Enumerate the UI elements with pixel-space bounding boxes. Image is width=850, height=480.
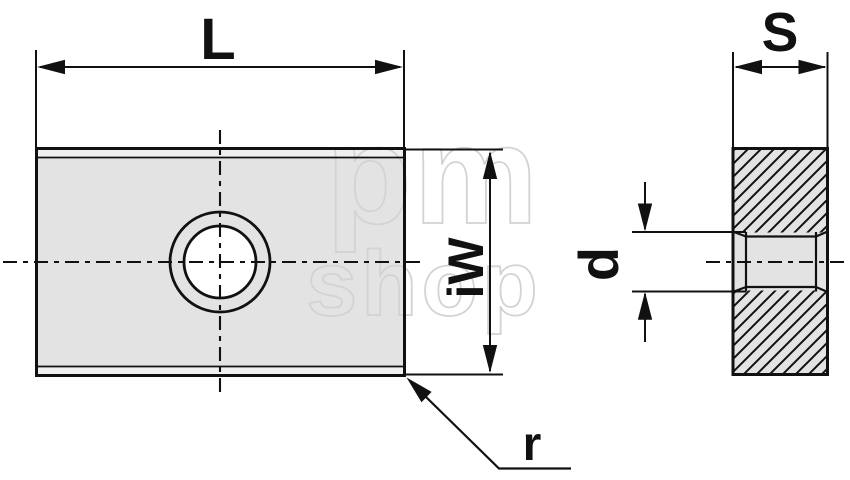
width-arrowhead-bottom-icon — [482, 345, 498, 373]
length-label: L — [200, 7, 235, 72]
width-label: iW — [438, 237, 494, 299]
hole-diameter-arrowhead-down-icon — [637, 203, 653, 232]
side-countersink-cone-bottom-right — [815, 285, 827, 293]
dimension-length: L — [35, 7, 405, 148]
length-arrowhead-right-icon — [375, 59, 403, 75]
side-view-section-outline — [731, 147, 829, 376]
watermark-line-1: pm — [326, 96, 540, 253]
dimension-hole-diameter: d — [567, 182, 746, 342]
side-view-hatch-upper — [734, 150, 826, 233]
side-countersink-cone-top-right — [815, 230, 827, 238]
front-view-lines — [3, 130, 420, 396]
thickness-arrowhead-right-icon — [798, 59, 827, 75]
hole-diameter-arrowhead-up-icon — [637, 291, 653, 320]
watermark-line-2: shop — [306, 233, 542, 335]
radius-leader-line — [423, 394, 571, 470]
dimension-thickness: S — [732, 1, 829, 148]
thickness-label: S — [762, 1, 799, 63]
width-arrowhead-top-icon — [482, 151, 498, 179]
radius-label: r — [523, 418, 542, 471]
thickness-arrowhead-left-icon — [734, 59, 762, 75]
side-view-hatch-lower — [734, 290, 826, 373]
dimension-width: iW — [405, 148, 503, 376]
length-arrowhead-left-icon — [37, 59, 65, 75]
hole-diameter-label: d — [567, 247, 630, 281]
corner-radius-callout: r — [406, 377, 571, 471]
watermark: pm shop — [305, 95, 542, 336]
